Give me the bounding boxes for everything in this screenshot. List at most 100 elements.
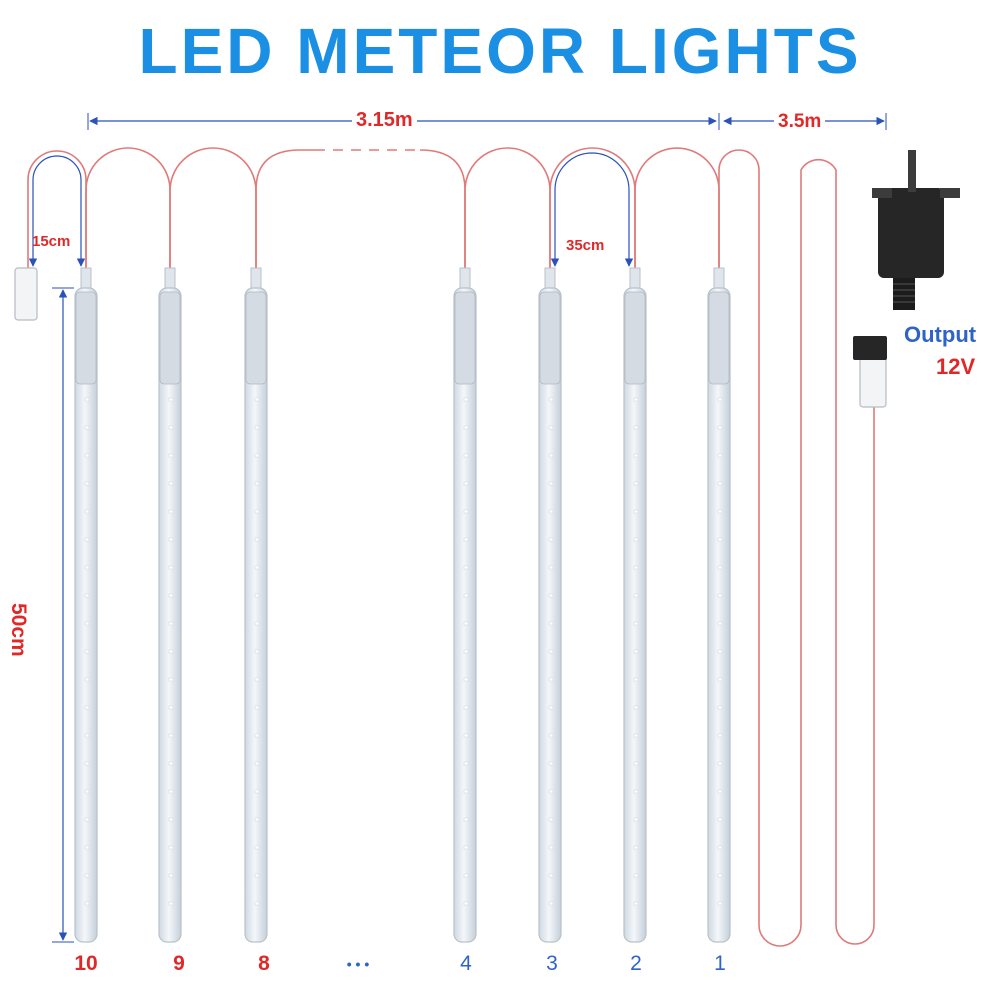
adapter-prong-left	[872, 188, 892, 198]
led-chip	[168, 481, 174, 486]
led-chip	[463, 425, 469, 430]
led-chip	[254, 425, 260, 430]
led-chip	[84, 565, 90, 570]
wire-arch-8-left	[255, 149, 315, 268]
led-chip	[84, 789, 90, 794]
led-chip	[548, 425, 554, 430]
led-chip	[717, 677, 723, 682]
led-chip	[717, 733, 723, 738]
tube-number-10: 10	[74, 952, 98, 975]
led-chip	[717, 509, 723, 514]
led-chip	[84, 901, 90, 906]
tube-label-area	[454, 291, 476, 385]
page-title: LED METEOR LIGHTS	[138, 15, 862, 87]
meteor-tube	[707, 267, 731, 943]
meteor-tube	[538, 267, 562, 943]
adapter-body	[878, 188, 944, 278]
led-chip	[84, 845, 90, 850]
led-chip	[463, 677, 469, 682]
led-chip	[633, 677, 639, 682]
led-chip	[717, 621, 723, 626]
led-chip	[254, 705, 260, 710]
led-chip	[633, 845, 639, 850]
meteor-tube	[623, 267, 647, 943]
led-chip	[168, 593, 174, 598]
led-chip	[84, 481, 90, 486]
tube-connector	[80, 267, 92, 291]
wire-arch-9-8	[169, 147, 257, 268]
led-chip	[254, 537, 260, 542]
wire-arch-3-2	[549, 147, 636, 268]
tube-body	[707, 287, 731, 943]
led-chip	[717, 481, 723, 486]
led-chip	[548, 621, 554, 626]
led-chip	[168, 425, 174, 430]
led-chip	[717, 705, 723, 710]
led-chip	[717, 593, 723, 598]
tube-label-area	[245, 291, 267, 385]
led-chip	[254, 397, 260, 402]
tube-group	[14, 267, 731, 943]
led-chip	[168, 621, 174, 626]
led-chip	[548, 453, 554, 458]
adapter-connector	[859, 354, 887, 408]
led-chip	[633, 705, 639, 710]
led-chip	[717, 397, 723, 402]
led-chip	[633, 761, 639, 766]
led-chip	[254, 817, 260, 822]
tube-label-area	[539, 291, 561, 385]
led-chip	[254, 481, 260, 486]
led-chip	[254, 733, 260, 738]
tube-number-8: 8	[258, 952, 270, 975]
led-chip	[633, 621, 639, 626]
tube-body	[538, 287, 562, 943]
led-chip	[254, 789, 260, 794]
wire-arch-8-right	[419, 149, 466, 268]
adapter-connector-cap	[853, 336, 887, 360]
led-chip	[633, 817, 639, 822]
led-chip	[633, 453, 639, 458]
tube-connector	[459, 267, 471, 291]
led-chip	[548, 817, 554, 822]
led-chip	[463, 593, 469, 598]
led-chip	[84, 425, 90, 430]
led-chip	[548, 873, 554, 878]
led-chip	[463, 649, 469, 654]
led-chip	[463, 789, 469, 794]
wire-arch-4-3	[464, 147, 551, 268]
meteor-tube	[244, 267, 268, 943]
led-chip	[463, 901, 469, 906]
led-chip	[254, 677, 260, 682]
led-chip	[463, 845, 469, 850]
led-chip	[168, 677, 174, 682]
dimension-tube-spacing: 35cm	[566, 237, 605, 254]
led-chip	[254, 649, 260, 654]
led-chip	[463, 705, 469, 710]
led-chip	[254, 901, 260, 906]
arrow-tail-length	[28, 155, 86, 267]
wire-tail	[27, 150, 87, 268]
led-chip	[463, 453, 469, 458]
led-chip	[548, 705, 554, 710]
tube-connector	[713, 267, 725, 291]
tube-connector	[629, 267, 641, 291]
led-chip	[84, 649, 90, 654]
led-chip	[84, 817, 90, 822]
led-chip	[633, 649, 639, 654]
led-chip	[548, 509, 554, 514]
led-chip	[717, 537, 723, 542]
led-chip	[254, 509, 260, 514]
led-chip	[168, 761, 174, 766]
led-chip	[168, 537, 174, 542]
led-chip	[84, 509, 90, 514]
led-chip	[463, 817, 469, 822]
led-chip	[548, 845, 554, 850]
led-chip	[254, 873, 260, 878]
led-chip	[84, 733, 90, 738]
led-chip	[84, 705, 90, 710]
led-chip	[463, 537, 469, 542]
led-chip	[254, 845, 260, 850]
led-chip	[717, 649, 723, 654]
tube-number-9: 9	[173, 952, 185, 975]
